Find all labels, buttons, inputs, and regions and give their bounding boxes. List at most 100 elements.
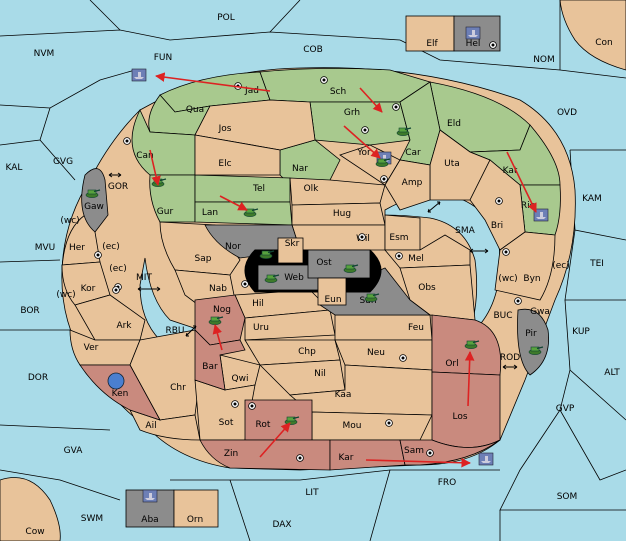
label-kaa: Kaa (335, 390, 352, 400)
province-pir[interactable] (517, 308, 549, 376)
label-sma: SMA (455, 226, 475, 236)
fleet-icon (465, 26, 481, 40)
label-nom: NOM (533, 55, 555, 65)
label-her: Her (69, 243, 85, 253)
label-bor: BOR (20, 306, 39, 316)
label-coast-wc3: (wc) (498, 274, 517, 284)
province-ark[interactable] (74, 294, 146, 341)
province-eun[interactable] (317, 277, 347, 306)
label-nvm: NVM (34, 49, 55, 59)
supply-center-icon (296, 454, 304, 462)
province-zin[interactable] (199, 439, 331, 471)
label-ail: Ail (145, 421, 156, 431)
double-arrow-icon (502, 364, 518, 370)
province-skr[interactable] (277, 237, 304, 264)
fleet-icon (478, 452, 494, 466)
move-arrow (219, 195, 248, 211)
label-coast-wc1: (wc) (60, 216, 79, 226)
label-uru: Uru (253, 323, 269, 333)
label-nab: Nab (209, 284, 227, 294)
province-amp[interactable] (384, 159, 431, 211)
label-kal: KAL (6, 163, 23, 173)
label-ovd: OVD (557, 108, 577, 118)
move-arrow (365, 457, 471, 468)
label-feu: Feu (408, 323, 424, 333)
province-elc[interactable] (194, 134, 281, 176)
label-skr: Skr (285, 239, 300, 249)
label-dor: DOR (28, 373, 48, 383)
label-fun: FUN (154, 53, 173, 63)
province-gur[interactable] (149, 174, 196, 223)
province-ail[interactable] (129, 409, 201, 441)
label-orn: Orn (187, 515, 203, 525)
move-arrow (464, 351, 475, 407)
label-chp: Chp (298, 347, 316, 357)
fleet-icon (142, 489, 158, 503)
province-gaw[interactable] (81, 168, 109, 233)
province-tel[interactable] (194, 174, 291, 203)
label-qwi: Qwi (232, 374, 249, 384)
label-hel: Hel (466, 39, 481, 49)
label-lan: Lan (202, 208, 218, 218)
province-byn[interactable] (494, 231, 556, 301)
label-gor: GOR (108, 182, 128, 192)
label-byn: Byn (523, 274, 540, 284)
label-gwa: Gwa (530, 307, 550, 317)
double-arrow-icon (427, 201, 441, 213)
label-gvg: GVG (53, 157, 73, 167)
province-sam[interactable] (399, 439, 501, 466)
label-tei: TEI (589, 259, 604, 269)
label-gur: Gur (157, 207, 174, 217)
province-los[interactable] (431, 371, 501, 448)
province-ost[interactable] (307, 249, 371, 279)
label-kat: Kat (503, 166, 518, 176)
label-ost: Ost (316, 258, 332, 268)
province-labels: Elf Hel Jad Sch Qua Jos Grh Eld Car Can … (56, 39, 569, 525)
order-arrows (149, 72, 537, 468)
province-ken[interactable] (79, 364, 161, 421)
label-rbu: RBU (165, 326, 184, 336)
province-mou[interactable] (311, 411, 433, 441)
label-coast-ec2: (ec) (109, 264, 127, 274)
label-eld: Eld (447, 119, 461, 129)
province-bar[interactable] (194, 329, 246, 391)
double-arrow-icon (137, 286, 161, 292)
label-rot: Rot (256, 420, 271, 430)
province-con[interactable] (559, 0, 626, 71)
label-chr: Chr (170, 383, 186, 393)
move-arrow (506, 151, 537, 213)
supply-center-icon (392, 103, 400, 111)
label-nar: Nar (292, 164, 308, 174)
move-arrow (212, 324, 223, 351)
label-bar: Bar (202, 362, 218, 372)
sea-labels: POL NVM FUN COB NOM Con OVD KAL GVG GOR … (6, 13, 621, 537)
label-buc: BUC (493, 311, 512, 321)
supply-center-icon (248, 402, 256, 410)
label-gvp: GVP (556, 404, 575, 414)
label-aba: Aba (141, 515, 158, 525)
supply-center-icon (502, 248, 510, 256)
units (85, 26, 549, 503)
label-hug: Hug (333, 209, 351, 219)
label-mvu: MVU (35, 243, 56, 253)
label-mit: MIT (136, 273, 152, 283)
double-arrow-icon (469, 248, 489, 254)
label-uta: Uta (444, 159, 460, 169)
supply-center-icon (426, 449, 434, 457)
supply-center-icon (123, 137, 131, 145)
label-ken: Ken (112, 389, 129, 399)
label-fro: FRO (438, 478, 457, 488)
supply-center-icon (489, 41, 497, 49)
province-wil[interactable] (291, 224, 386, 251)
label-jos: Jos (218, 124, 232, 134)
province-orn[interactable] (173, 489, 219, 528)
label-alt: ALT (604, 368, 620, 378)
label-los: Los (452, 412, 467, 422)
label-orl: Orl (445, 359, 458, 369)
province-olk[interactable] (289, 177, 386, 206)
supply-center-icon (395, 252, 403, 260)
province-cow[interactable] (0, 477, 61, 541)
supply-center-icon (361, 126, 369, 134)
move-arrow (359, 87, 383, 113)
